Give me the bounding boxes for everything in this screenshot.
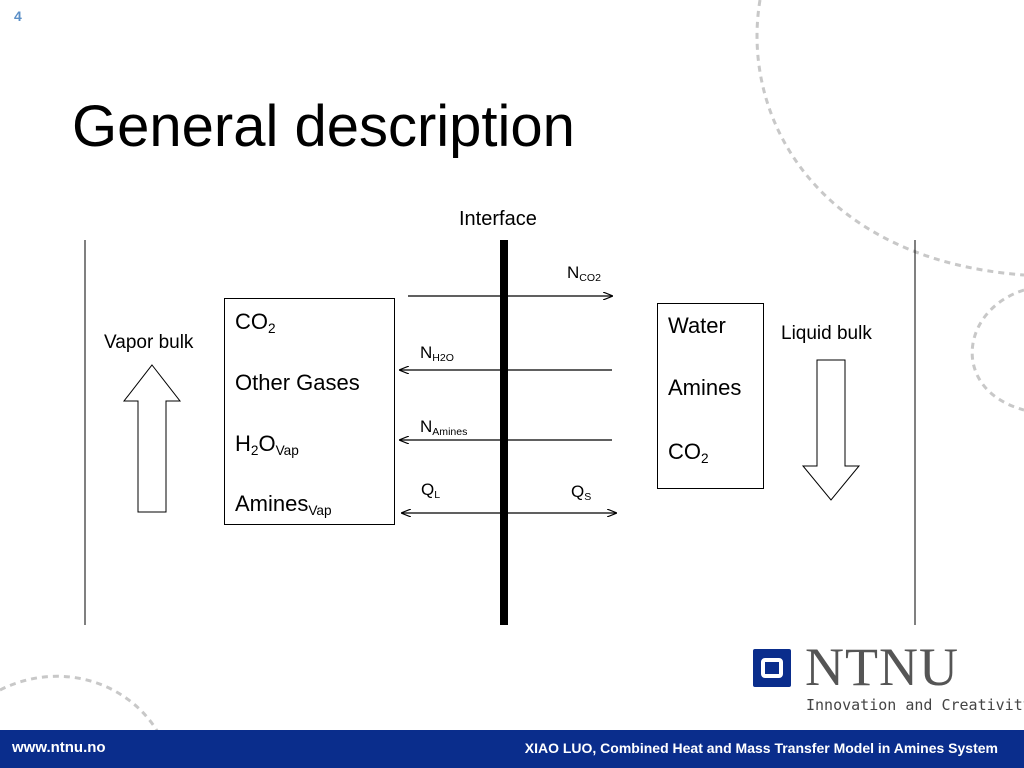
liquid-co2: CO2 (668, 439, 709, 467)
h2o-flux-label: NH2O (420, 343, 454, 365)
amines-flux-label: NAmines (420, 417, 468, 439)
ntnu-logo-wordmark: NTNU (805, 637, 959, 697)
interface-line (500, 240, 508, 625)
footer-bar: www.ntnu.no XIAO LUO, Combined Heat and … (0, 730, 1024, 768)
vapor-composition-box: CO2 Other Gases H2OVap AminesVap (224, 298, 395, 525)
footer-url: www.ntnu.no (12, 739, 106, 756)
deco-arc-right (970, 288, 1024, 412)
vapor-up-arrow (122, 364, 182, 513)
ntnu-logo-tagline: Innovation and Creativity (806, 696, 1024, 714)
vapor-other-gases: Other Gases (235, 370, 360, 395)
liquid-water: Water (668, 313, 726, 338)
slide-number: 4 (14, 8, 22, 24)
vapor-amines: AminesVap (235, 491, 332, 519)
liquid-heat-flux-label: QL (421, 480, 441, 502)
footer-caption: XIAO LUO, Combined Heat and Mass Transfe… (524, 740, 998, 756)
liquid-bulk-label: Liquid bulk (781, 323, 872, 344)
vapor-h2o: H2OVap (235, 431, 299, 459)
sensible-heat-flux-label: QS (571, 482, 592, 504)
vapor-co2: CO2 (235, 309, 276, 337)
vapor-bulk-label: Vapor bulk (104, 332, 194, 353)
co2-flux-label: NCO2 (567, 263, 601, 285)
liquid-down-arrow (801, 359, 861, 501)
ntnu-logo-icon (753, 649, 791, 687)
interface-label: Interface (459, 208, 537, 230)
page-title: General description (72, 94, 575, 159)
liquid-amines: Amines (668, 375, 742, 400)
liquid-composition-box: Water Amines CO2 (657, 303, 764, 489)
deco-arc-top-right (755, 0, 1024, 277)
